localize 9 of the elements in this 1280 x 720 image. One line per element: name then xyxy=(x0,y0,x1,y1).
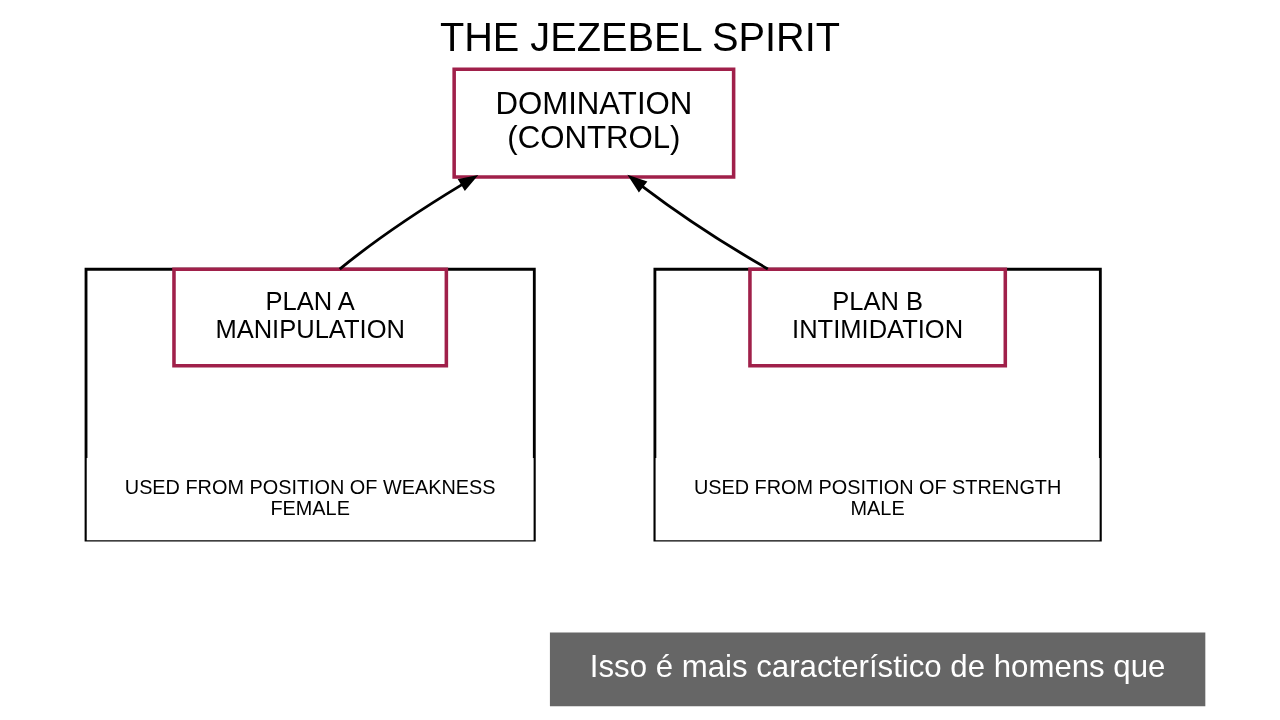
node-box: PLAN B INTIMIDATION xyxy=(748,267,1008,368)
arrow xyxy=(627,174,769,271)
diagram-title: THE JEZEBEL SPIRIT xyxy=(439,15,841,60)
caption: Isso é mais característico de homens que xyxy=(589,649,1166,685)
arrow xyxy=(338,174,479,271)
node-box: PLAN A MANIPULATION xyxy=(172,267,449,368)
node-box: DOMINATION (CONTROL) xyxy=(452,67,736,179)
node-box: USED FROM POSITION OF STRENGTH MALE xyxy=(655,457,1100,541)
node-box: USED FROM POSITION OF WEAKNESS FEMALE xyxy=(86,457,534,541)
